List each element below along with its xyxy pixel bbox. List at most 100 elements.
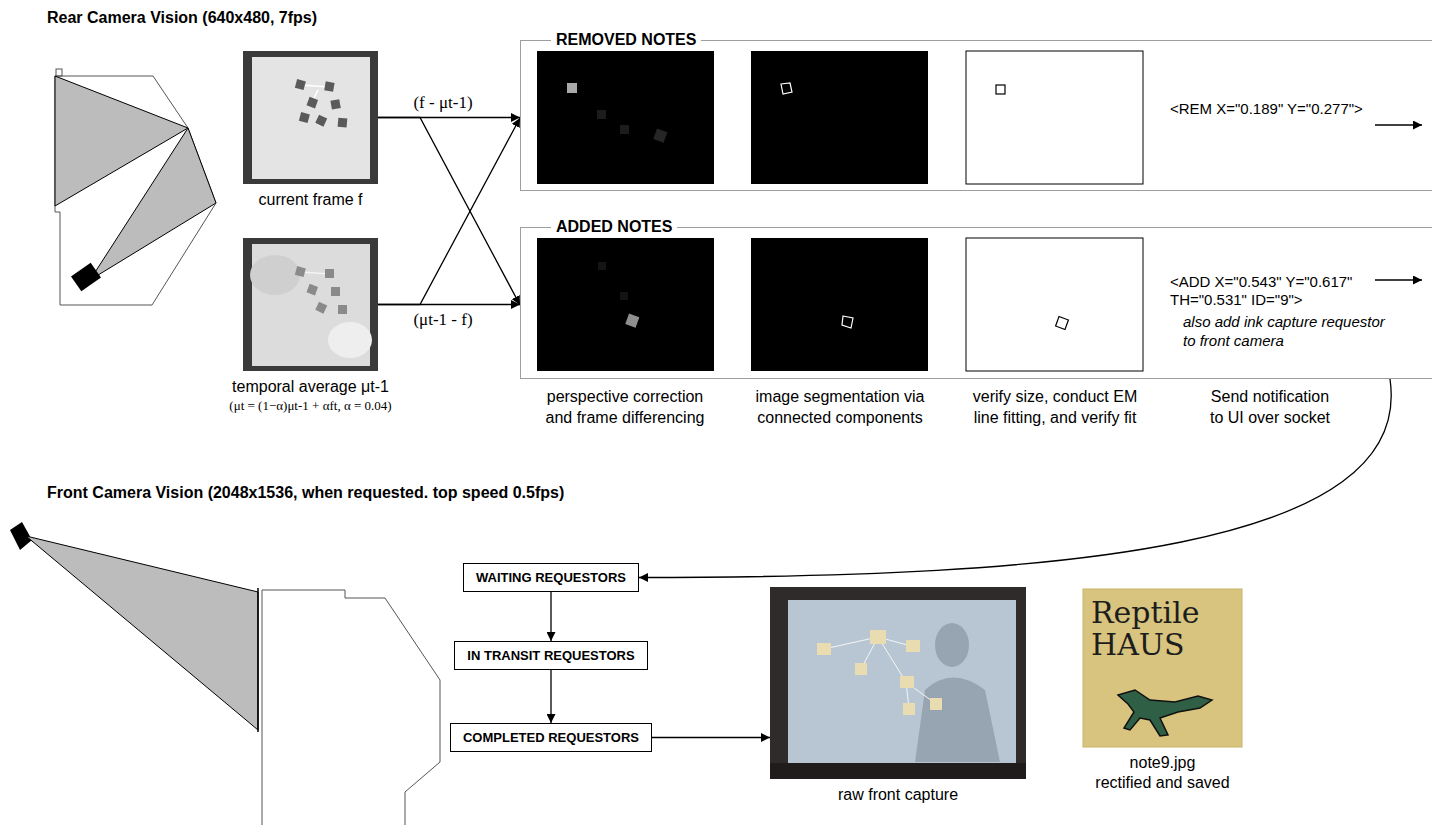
note-photo <box>1083 589 1242 747</box>
note-text: also add ink capture requestor to front … <box>1183 312 1388 350</box>
removed-panels <box>966 51 1143 184</box>
section-heading: Rear Camera Vision (640x480, 7fps) <box>47 8 317 28</box>
added-panels <box>966 238 1143 371</box>
front-cabinet <box>257 588 259 732</box>
arrow-connector <box>378 304 520 305</box>
queue-box: WAITING REQUESTORS <box>463 563 639 592</box>
box-label: COMPLETED REQUESTORS <box>463 730 639 745</box>
removed-panels <box>620 125 629 134</box>
removed-panels <box>537 51 714 184</box>
arrow-connector <box>378 118 520 305</box>
raw-capture-photo <box>870 630 886 644</box>
temporal-average-photo <box>315 302 327 314</box>
image-caption: temporal average μt-1 <box>173 377 448 397</box>
pipeline-band: REMOVED NOTES<REM X="0.189" Y="0.277"> <box>520 40 1432 191</box>
current-frame-photo <box>338 118 348 128</box>
added-panels <box>1056 317 1069 330</box>
front-cabinet <box>262 590 263 825</box>
raw-capture-photo <box>770 763 1026 779</box>
temporal-average-photo <box>331 287 340 296</box>
added-panels <box>537 238 714 371</box>
notification-message: <ADD X="0.543" Y="0.617" TH="0.531" ID="… <box>1170 273 1370 309</box>
added-panels <box>537 238 1422 371</box>
current-frame-photo <box>330 99 340 109</box>
added-panels <box>625 314 639 328</box>
image-area <box>770 587 1026 779</box>
current-frame-photo <box>295 79 306 90</box>
image-panel: raw front capture <box>770 587 1026 805</box>
raw-capture-photo <box>900 676 914 688</box>
current-frame-photo <box>299 112 310 123</box>
section-heading: Front Camera Vision (2048x1536, when req… <box>47 483 564 503</box>
queue-box: COMPLETED REQUESTORS <box>450 723 652 752</box>
rear-cabinet <box>55 76 216 305</box>
removed-panels <box>653 129 667 143</box>
added-panels <box>620 292 628 300</box>
image-caption: current frame f <box>173 190 448 210</box>
temporal-average-photo <box>325 269 334 278</box>
raw-capture-photo <box>824 637 936 708</box>
added-panels <box>1375 279 1422 280</box>
rear-cabinet <box>56 69 62 76</box>
image-area <box>243 51 378 184</box>
removed-panels <box>996 85 1005 94</box>
arrow-connector <box>550 670 551 723</box>
rear-cabinet <box>55 69 216 305</box>
notification-message: <REM X="0.189" Y="0.277"> <box>1170 100 1363 118</box>
added-panels <box>598 262 606 270</box>
arrow-connector <box>639 379 1391 578</box>
arrow-connector <box>550 592 551 641</box>
current-frame-photo <box>243 51 378 184</box>
current-frame-photo <box>324 81 334 91</box>
removed-panels <box>781 83 792 94</box>
band-heading: ADDED NOTES <box>551 218 677 236</box>
raw-capture-photo <box>915 678 1000 763</box>
temporal-average-photo <box>338 305 347 314</box>
raw-capture-photo <box>817 643 831 655</box>
temporal-average-photo <box>250 255 300 295</box>
removed-panels <box>751 51 928 184</box>
temporal-average-photo <box>328 322 372 358</box>
queue-box: IN TRANSIT REQUESTORS <box>454 641 647 670</box>
temporal-average-photo <box>295 266 306 277</box>
temporal-average-photo <box>243 238 378 371</box>
current-frame-photo <box>243 51 378 184</box>
step-caption: Send notification to UI over socket <box>1206 386 1334 428</box>
raw-capture-photo <box>930 698 942 710</box>
raw-capture-photo <box>906 640 920 652</box>
image-panel: Reptile HAUSnote9.jpgrectified and saved <box>1083 589 1242 793</box>
temporal-average-photo <box>243 238 378 371</box>
raw-capture-photo <box>788 600 1016 763</box>
image-caption: note9.jpg <box>1013 753 1312 773</box>
step-caption: verify size, conduct EM line fitting, an… <box>962 386 1148 428</box>
formula: (μt = (1−α)μt-1 + αft, α = 0.04) <box>163 397 458 415</box>
raw-capture-photo <box>935 623 969 667</box>
step-caption: image segmentation via connected compone… <box>751 386 929 428</box>
arrow-connector <box>378 118 520 306</box>
removed-panels <box>537 51 1422 184</box>
rear-cabinet <box>90 128 216 280</box>
front-cabinet <box>10 522 32 550</box>
edge-label: (μt-1 - f) <box>411 310 474 330</box>
image-caption: rectified and saved <box>1013 773 1312 793</box>
box-label: IN TRANSIT REQUESTORS <box>467 648 634 663</box>
note-photo <box>1118 690 1212 736</box>
box-label: WAITING REQUESTORS <box>476 570 626 585</box>
front-cabinet <box>262 590 440 825</box>
current-frame-photo <box>252 57 370 179</box>
removed-panels <box>567 83 577 93</box>
image-caption: raw front capture <box>700 785 1096 805</box>
arrow-connector <box>652 737 770 738</box>
pipeline-band: ADDED NOTES<ADD X="0.543" Y="0.617" TH="… <box>520 227 1432 379</box>
handwriting: Reptile HAUS <box>1091 597 1239 661</box>
removed-panels <box>1375 124 1422 125</box>
front-cabinet <box>26 536 258 730</box>
image-area <box>243 238 378 371</box>
edge-label: (f - μt-1) <box>411 93 474 113</box>
current-frame-photo <box>315 115 327 127</box>
rear-cabinet <box>71 263 101 292</box>
step-caption: perspective correction and frame differe… <box>538 386 713 428</box>
temporal-average-photo <box>307 284 319 296</box>
raw-capture-photo <box>770 587 1026 779</box>
